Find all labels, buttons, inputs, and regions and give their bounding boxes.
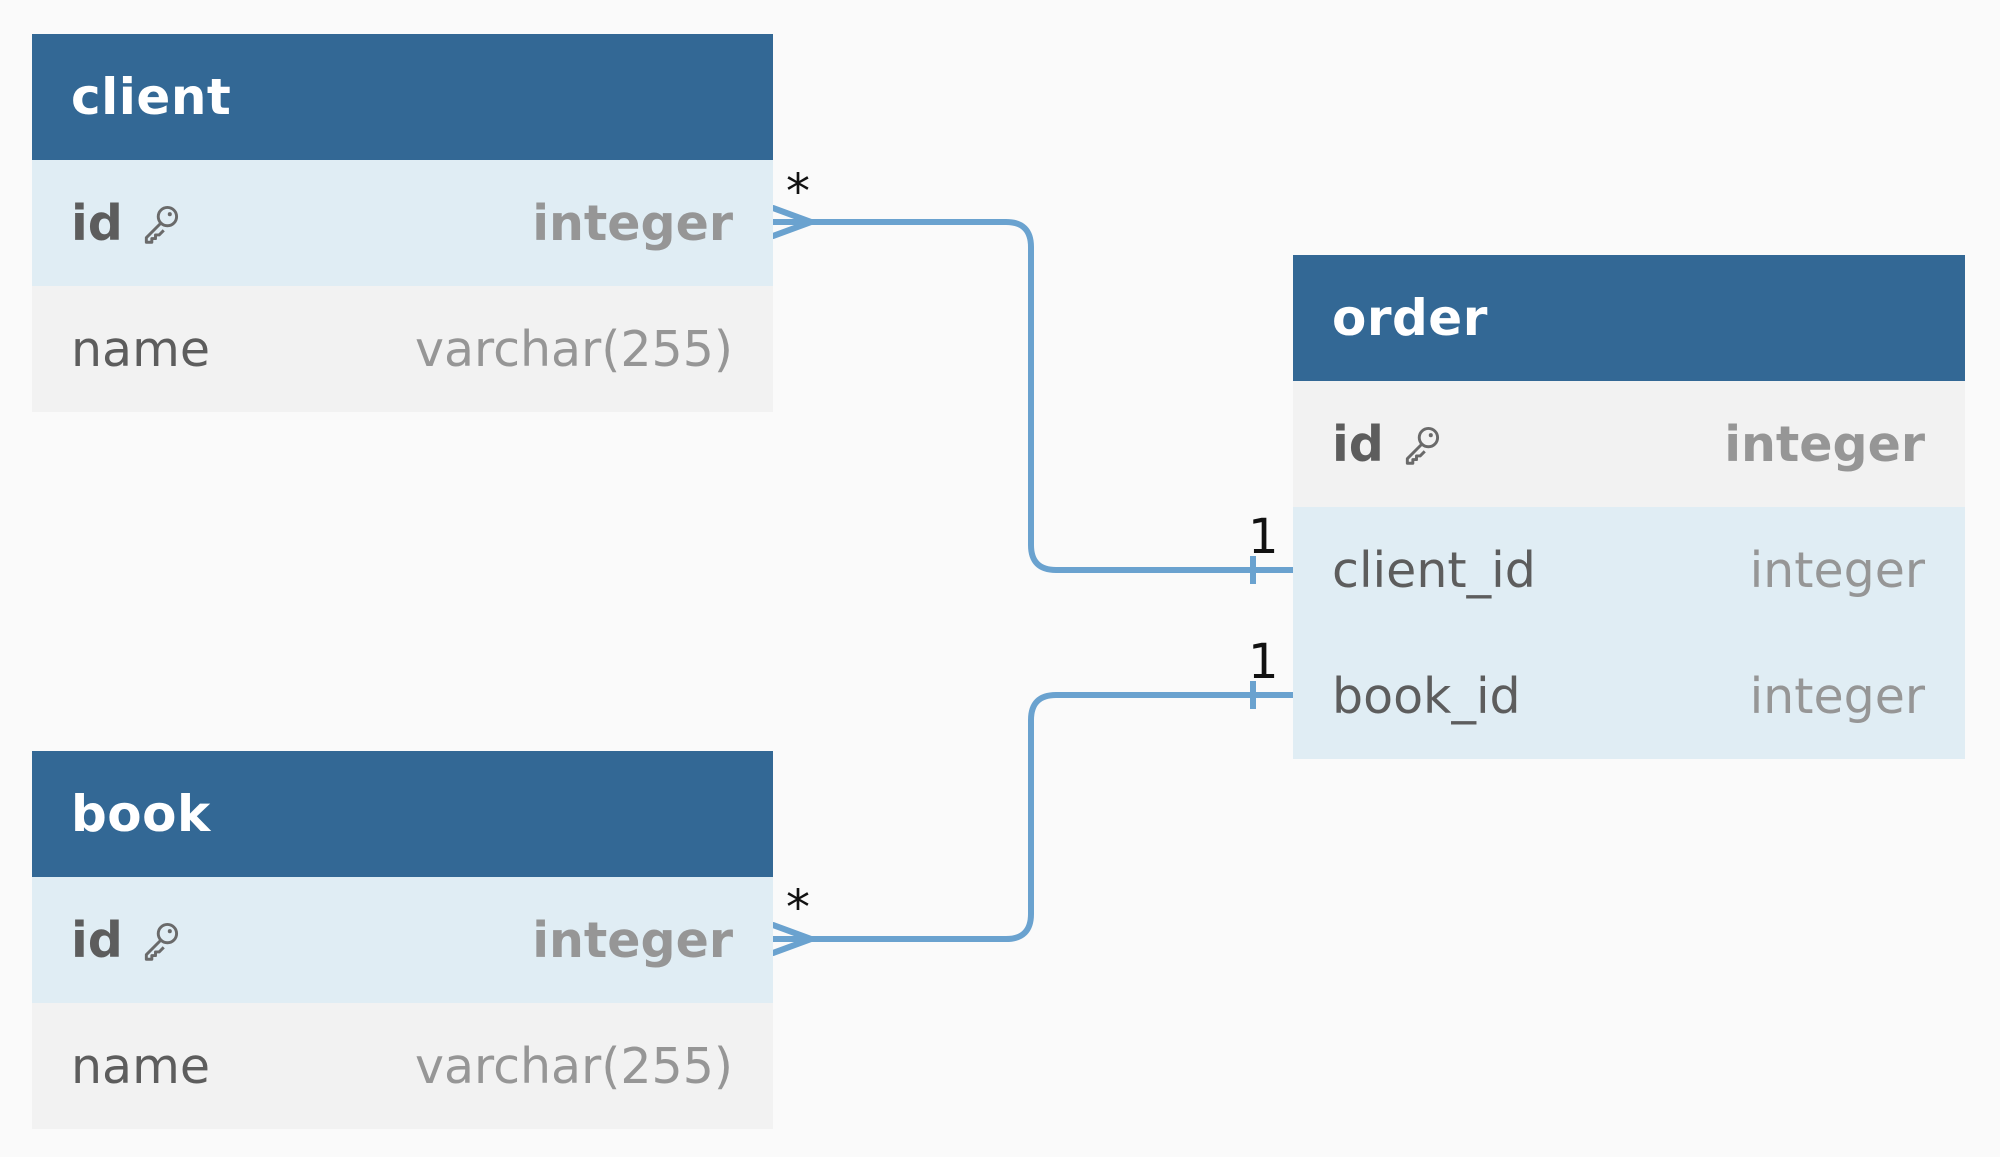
cardinality-many-client: *	[786, 164, 810, 220]
table-client[interactable]: client id integer name varchar(255)	[32, 34, 773, 412]
field-name: book_id	[1332, 667, 1521, 725]
connector-client-order[interactable]	[773, 219, 1293, 573]
field-name: id	[1332, 416, 1444, 473]
field-name: client_id	[1332, 541, 1536, 599]
field-type: integer	[1749, 541, 1925, 599]
field-row[interactable]: id integer	[32, 160, 773, 286]
connector-book-order[interactable]	[773, 692, 1293, 942]
key-icon	[144, 922, 178, 961]
table-order[interactable]: order id integer client_id integer book_…	[1293, 255, 1965, 759]
table-header[interactable]: book	[32, 751, 773, 877]
crowfoot-many-icon	[770, 205, 814, 239]
key-icon	[1405, 426, 1439, 465]
field-type: integer	[1724, 415, 1925, 473]
field-row[interactable]: book_id integer	[1293, 633, 1965, 759]
table-book[interactable]: book id integer name varchar(255)	[32, 751, 773, 1129]
field-type: integer	[1749, 667, 1925, 725]
field-name: name	[71, 1037, 210, 1095]
field-type: integer	[532, 911, 733, 969]
field-name: name	[71, 320, 210, 378]
cardinality-one-book: 1	[1248, 634, 1279, 690]
field-row[interactable]: name varchar(255)	[32, 286, 773, 412]
table-header[interactable]: order	[1293, 255, 1965, 381]
field-type: varchar(255)	[414, 1037, 733, 1095]
field-row[interactable]: id integer	[32, 877, 773, 1003]
field-row[interactable]: client_id integer	[1293, 507, 1965, 633]
cardinality-many-book: *	[786, 880, 810, 936]
table-header[interactable]: client	[32, 34, 773, 160]
field-row[interactable]: name varchar(255)	[32, 1003, 773, 1129]
field-name: id	[71, 195, 183, 252]
key-icon	[144, 205, 178, 244]
field-type: varchar(255)	[414, 320, 733, 378]
cardinality-one-client: 1	[1248, 509, 1279, 565]
field-row[interactable]: id integer	[1293, 381, 1965, 507]
crowfoot-many-icon	[770, 922, 814, 956]
field-type: integer	[532, 194, 733, 252]
field-name: id	[71, 912, 183, 969]
